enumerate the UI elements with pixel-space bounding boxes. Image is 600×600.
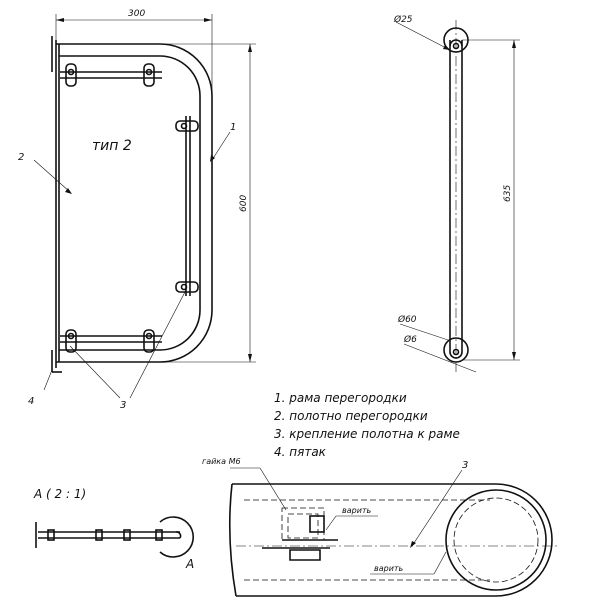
clamp-top-right bbox=[143, 63, 155, 87]
callout-4-label: 4 bbox=[28, 396, 34, 407]
clamp-side-top bbox=[175, 120, 199, 132]
callout-3-label: 3 bbox=[120, 400, 126, 411]
clamp-top-left bbox=[65, 63, 77, 87]
detail-view-label: А ( 2 : 1) bbox=[33, 487, 86, 501]
clamp-side-bottom bbox=[175, 281, 199, 293]
weld-label-2: варить bbox=[374, 564, 404, 573]
dim-d60-label: Ø60 bbox=[397, 314, 417, 325]
front-view: тип 2 300 600 1 2 bbox=[18, 9, 256, 411]
callout-3: 3 bbox=[69, 289, 187, 411]
dim-d25-label: Ø25 bbox=[393, 14, 413, 25]
callout-1-label: 1 bbox=[230, 122, 236, 133]
callout-2-label: 2 bbox=[18, 152, 24, 163]
callout-2: 2 bbox=[18, 152, 72, 194]
clamp-bottom-right bbox=[143, 329, 155, 353]
nut-assembly bbox=[262, 507, 338, 561]
detail-callout-3: 3 bbox=[462, 460, 468, 471]
dim-d6-label: Ø6 bbox=[403, 334, 417, 345]
side-view: Ø25 Ø60 Ø6 635 bbox=[393, 14, 520, 373]
weld-label-1: варить bbox=[342, 506, 372, 515]
clamp-bottom-left bbox=[65, 329, 77, 353]
legend-item-3: 3. крепление полотна к раме bbox=[274, 427, 460, 441]
nut-label: гайка М6 bbox=[202, 457, 241, 466]
dimension-rail-label: 635 bbox=[503, 185, 513, 202]
detail-marker: А bbox=[185, 557, 194, 571]
dimension-width-label: 300 bbox=[128, 9, 145, 19]
dimension-height: 600 bbox=[160, 43, 256, 363]
type-title: тип 2 bbox=[92, 138, 132, 154]
legend-item-2: 2. полотно перегородки bbox=[274, 409, 428, 423]
legend-item-1: 1. рама перегородки bbox=[274, 391, 407, 405]
plan-view-small: А ( 2 : 1) А bbox=[33, 487, 194, 571]
dimension-height-label: 600 bbox=[239, 195, 249, 212]
dimension-width: 300 bbox=[55, 9, 213, 90]
callout-1: 1 bbox=[210, 122, 236, 162]
parts-legend: 1. рама перегородки 2. полотно перегород… bbox=[274, 391, 460, 459]
legend-item-4: 4. пятак bbox=[274, 445, 327, 459]
detail-view: гайка М6 варить варить 3 bbox=[202, 457, 560, 597]
callout-4: 4 bbox=[28, 369, 53, 407]
